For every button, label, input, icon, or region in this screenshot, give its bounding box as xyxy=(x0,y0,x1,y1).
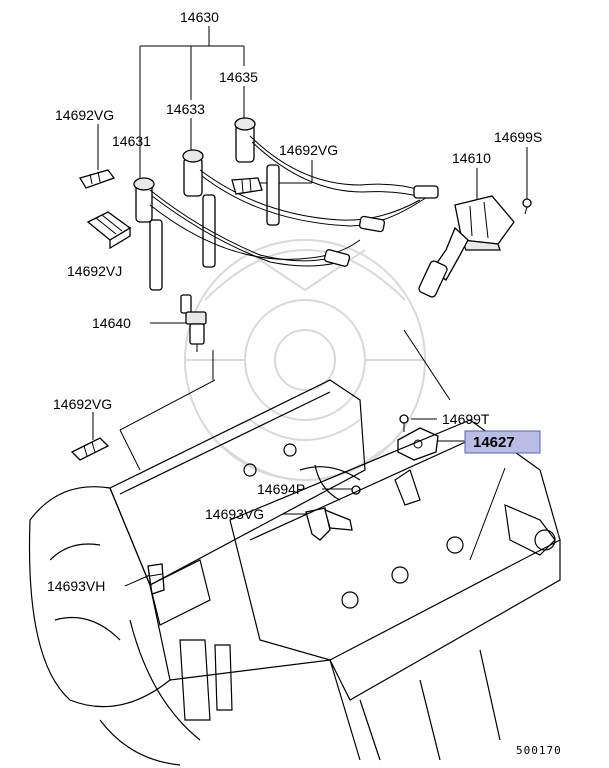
label-14640[interactable]: 14640 xyxy=(92,315,131,331)
label-14692vg-lower[interactable]: 14692VG xyxy=(53,396,112,412)
crank-angle-sensor xyxy=(397,427,439,461)
label-14630[interactable]: 14630 xyxy=(180,9,219,25)
label-14610[interactable]: 14610 xyxy=(452,150,491,166)
bolt-14699t xyxy=(399,414,409,432)
bolt-14699s xyxy=(522,198,532,215)
bracket-14693vg xyxy=(305,507,353,541)
leader-lines xyxy=(92,26,528,587)
cable-clip-top-left xyxy=(79,169,116,189)
label-14633[interactable]: 14633 xyxy=(166,101,205,117)
ignition-coil xyxy=(418,195,515,298)
cable-clip-vj xyxy=(86,211,132,250)
label-14627[interactable]: 14627 xyxy=(473,434,515,451)
label-14635[interactable]: 14635 xyxy=(219,69,258,85)
cable-clip-right xyxy=(231,177,263,195)
cable-clip-lower xyxy=(70,437,110,461)
label-14699s[interactable]: 14699S xyxy=(494,129,542,145)
part-labels: 14630 14635 14633 14631 14692VG 14692VG … xyxy=(47,9,562,757)
engine-block xyxy=(28,379,561,766)
label-14694p[interactable]: 14694P xyxy=(257,481,305,497)
label-14692vg-top[interactable]: 14692VG xyxy=(55,107,114,123)
label-14699t[interactable]: 14699T xyxy=(442,411,490,427)
label-14692vg-right[interactable]: 14692VG xyxy=(279,142,338,158)
label-14631[interactable]: 14631 xyxy=(112,133,151,149)
diagram-number: 500170 xyxy=(516,744,562,757)
label-14693vg[interactable]: 14693VG xyxy=(205,506,264,522)
spark-plug-cable-set xyxy=(133,117,439,291)
label-14692vj[interactable]: 14692VJ xyxy=(67,263,122,279)
watermark-emblem xyxy=(184,239,426,481)
label-14693vh[interactable]: 14693VH xyxy=(47,578,105,594)
spark-plug xyxy=(180,294,207,352)
highlight-14627 xyxy=(464,430,541,454)
